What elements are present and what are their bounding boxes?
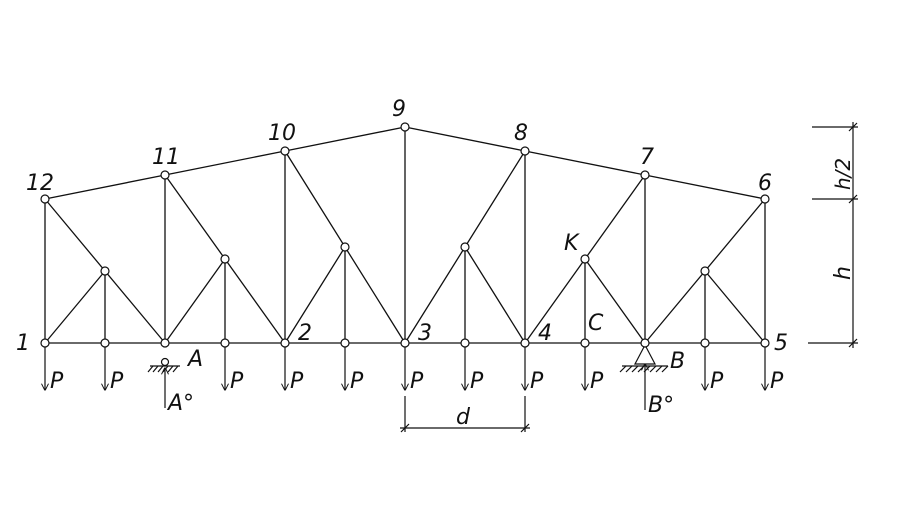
- truss-member: [284, 246, 346, 344]
- node-label-11: 11: [152, 145, 180, 170]
- truss-joint: [460, 242, 470, 252]
- load-labels: P P P P P P P P P P P: [50, 369, 784, 394]
- support-b-triangle: [634, 343, 656, 365]
- truss-member: [524, 150, 646, 176]
- point-label-k: K: [564, 231, 580, 256]
- truss-joint: [220, 338, 230, 348]
- truss-joint: [160, 338, 170, 348]
- truss-member: [164, 258, 226, 344]
- truss-member: [704, 270, 766, 344]
- truss-joints: [40, 122, 770, 348]
- load-label: P: [770, 369, 784, 394]
- support-b-hatch: [637, 365, 645, 373]
- support-a-hatch: [167, 365, 174, 373]
- load-label: P: [410, 369, 424, 394]
- dimension-label-h: h: [831, 266, 856, 280]
- truss-joint: [400, 122, 410, 132]
- truss-member: [284, 126, 406, 152]
- point-label-a: A: [186, 347, 203, 372]
- node-label-3: 3: [418, 321, 432, 346]
- truss-joint: [340, 338, 350, 348]
- support-b-hatch: [631, 365, 639, 373]
- node-label-4: 4: [538, 321, 552, 346]
- truss-joint: [520, 338, 530, 348]
- node-label-7: 7: [640, 145, 654, 170]
- truss-member: [44, 270, 106, 344]
- truss-joint: [760, 194, 770, 204]
- truss-joint: [100, 266, 110, 276]
- load-label: P: [710, 369, 724, 394]
- reaction-label-a: A°: [166, 391, 194, 416]
- load-label: P: [590, 369, 604, 394]
- truss-member: [164, 150, 286, 176]
- dim-h-tick: [848, 194, 858, 204]
- support-a-hatch: [157, 365, 164, 373]
- support-b-hatch: [655, 365, 663, 373]
- truss-joint: [700, 266, 710, 276]
- truss-joint: [100, 338, 110, 348]
- truss-joint: [40, 194, 50, 204]
- node-label-5: 5: [774, 331, 788, 356]
- truss-joint: [580, 254, 590, 264]
- truss-joint: [40, 338, 50, 348]
- point-label-c: C: [588, 311, 604, 336]
- truss-joint: [580, 338, 590, 348]
- load-label: P: [290, 369, 304, 394]
- dim-h-tick: [848, 122, 858, 132]
- dimension-label-d: d: [456, 405, 471, 430]
- dimension-lines: [400, 122, 858, 433]
- support-a-hatch: [152, 365, 159, 373]
- dimension-label-h-half: h/2: [831, 158, 855, 190]
- node-label-6: 6: [758, 171, 772, 196]
- node-label-8: 8: [514, 121, 528, 146]
- node-label-12: 12: [26, 171, 54, 196]
- truss-joint: [340, 242, 350, 252]
- support-b-hatch: [661, 365, 669, 373]
- node-label-9: 9: [392, 97, 406, 122]
- load-label: P: [110, 369, 124, 394]
- truss-joint: [520, 146, 530, 156]
- load-label: P: [350, 369, 364, 394]
- truss-member: [464, 246, 526, 344]
- point-label-b: B: [670, 349, 685, 374]
- truss-joint: [400, 338, 410, 348]
- truss-joint: [160, 170, 170, 180]
- truss-joint: [640, 338, 650, 348]
- load-label: P: [230, 369, 244, 394]
- supports: [147, 343, 669, 373]
- reaction-label-b: B°: [648, 393, 674, 418]
- load-arrows: [45, 346, 765, 410]
- truss-joint: [640, 170, 650, 180]
- support-a-hatch: [172, 365, 179, 373]
- load-label: P: [530, 369, 544, 394]
- truss-member: [404, 126, 526, 152]
- load-label: P: [50, 369, 64, 394]
- truss-joint: [700, 338, 710, 348]
- truss-member: [584, 258, 646, 344]
- truss-joint: [460, 338, 470, 348]
- dim-d-tick: [400, 423, 410, 433]
- truss-joint: [760, 338, 770, 348]
- node-label-1: 1: [16, 331, 30, 356]
- support-b-hatch: [619, 365, 627, 373]
- load-label: P: [470, 369, 484, 394]
- truss-joint: [280, 338, 290, 348]
- truss-joint: [280, 146, 290, 156]
- support-b-hatch: [649, 365, 657, 373]
- dim-h-tick: [848, 338, 858, 348]
- support-a-hatch: [147, 365, 154, 373]
- support-b-hatch: [625, 365, 633, 373]
- support-a-pin: [160, 357, 170, 367]
- node-label-2: 2: [298, 321, 312, 346]
- truss-member: [44, 174, 166, 200]
- truss-joint: [220, 254, 230, 264]
- dim-d-tick: [520, 423, 530, 433]
- node-label-10: 10: [268, 121, 296, 146]
- truss-member: [644, 174, 766, 200]
